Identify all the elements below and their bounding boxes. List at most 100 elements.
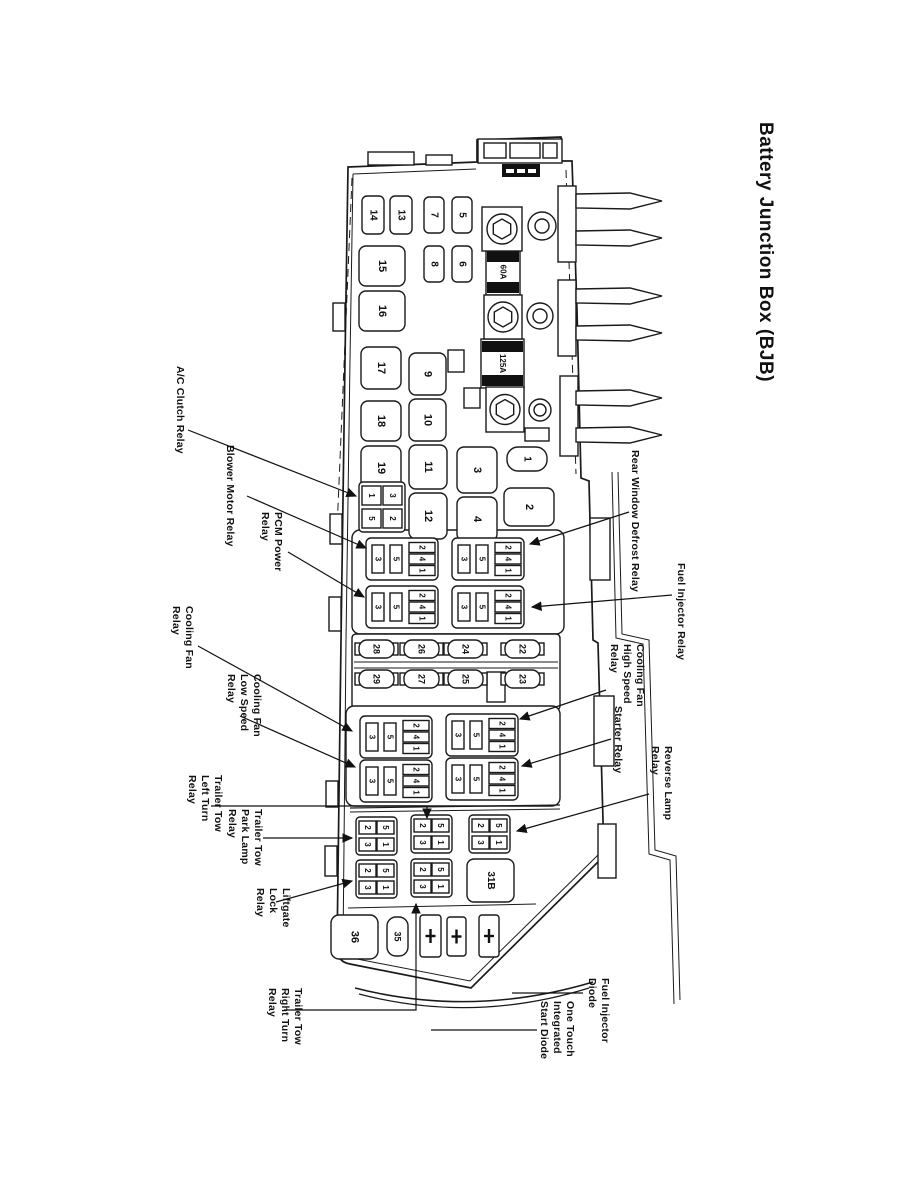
part-number: 5 [392,605,401,610]
part-number: 4 [418,605,427,610]
connector-prong [575,389,663,407]
callout-cooling-fan-relay: Cooling Fan Relay [170,606,195,669]
fuse: 11 [408,444,448,490]
center-fuse: 24 [443,639,488,659]
connector-prong [575,426,663,444]
part-number: 1 [367,493,376,498]
leader-starter [520,738,612,768]
callout-reverse-lamp-relay: Reverse Lamp Relay [649,746,674,821]
diode [419,914,442,958]
part-number: 17 [375,362,387,374]
fuse: 13 [389,195,413,235]
part-number: 4 [412,735,421,740]
center-fuse: 27 [399,669,444,689]
part-number: 1 [498,788,507,793]
fuse: 10 [408,398,447,442]
part-number: 23 [518,674,528,684]
part-number: 11 [422,461,434,473]
part-number: 28 [372,644,382,654]
fusible-link: 125A [480,338,525,389]
fuse: 18 [360,400,402,442]
top-bracket [367,138,563,177]
leader-liftgate [275,878,354,903]
hex-bolt [481,206,523,252]
part-number: 19 [375,462,387,474]
ring-terminal [528,398,552,422]
part-number: 1 [418,616,427,621]
part-number: 3 [388,493,397,498]
part-number: 3 [363,842,372,847]
part-number: 22 [518,644,528,654]
part-number: 6 [457,261,468,267]
leader-pcm [287,551,366,598]
fuse: 35 [386,916,409,957]
part-number: 2 [498,765,507,770]
fuse: 6 [451,245,473,283]
callout-blower-motor-relay: Blower Motor Relay [224,445,236,547]
part-number: 1 [498,744,507,749]
part-number: 4 [504,605,513,610]
part-number: 12 [422,510,434,522]
fuse: 1 [506,446,548,472]
part-number: 14 [368,209,379,221]
part-number: 3 [471,467,483,473]
callout-fuel-injector-relay: Fuel Injector Relay [675,563,687,661]
connector-prong [575,324,663,342]
fuse: 31B [466,858,515,903]
part-number: 27 [417,674,427,684]
part-number: 4 [498,733,507,738]
part-number: 1 [381,885,390,890]
right-edge-connectors [557,185,681,1005]
part-number: 1 [436,840,445,845]
part-number: 3 [374,557,383,562]
leader-blower [246,495,368,549]
part-number: 3 [476,840,485,845]
part-number: 3 [368,779,377,784]
part-number: 5 [386,779,395,784]
leader-ac-clutch [187,429,358,497]
part-number: 2 [418,545,427,550]
part-number: 5 [457,212,468,218]
part-number: 2 [476,823,485,828]
fusible-link: 60A [485,248,521,296]
part-number: 26 [417,644,427,654]
part-number: 5 [381,868,390,873]
part-number: 5 [478,557,487,562]
fuse: 8 [423,245,445,283]
center-fuse: 28 [354,639,399,659]
part-number: 5 [478,605,487,610]
fuse: 12 [408,492,448,540]
part-number: 3 [418,884,427,889]
part-number: 4 [471,516,483,523]
part-number: 1 [412,790,421,795]
part-number: 5 [436,823,445,828]
part-number: 25 [461,674,471,684]
callout-trailer-tow-park-lamp-relay: Trailer Tow Park Lamp Relay [226,809,264,866]
part-number: 4 [504,557,513,562]
connector-prong [575,192,663,210]
part-number: 125A [498,354,507,373]
leader-defrost [528,511,630,546]
diode [478,914,500,958]
fuse: 7 [423,196,445,234]
fuse: 2 [503,487,555,527]
part-number: 15 [376,260,388,272]
part-number: 5 [386,735,395,740]
part-number: 8 [429,261,440,267]
part-number: 5 [436,867,445,872]
part-number: 2 [363,868,372,873]
part-number: 3 [454,733,463,738]
fuse: 5 [451,196,473,234]
part-number: 2 [498,721,507,726]
callout-rear-window-defrost-relay: Rear Window Defrost Relay [629,450,641,593]
